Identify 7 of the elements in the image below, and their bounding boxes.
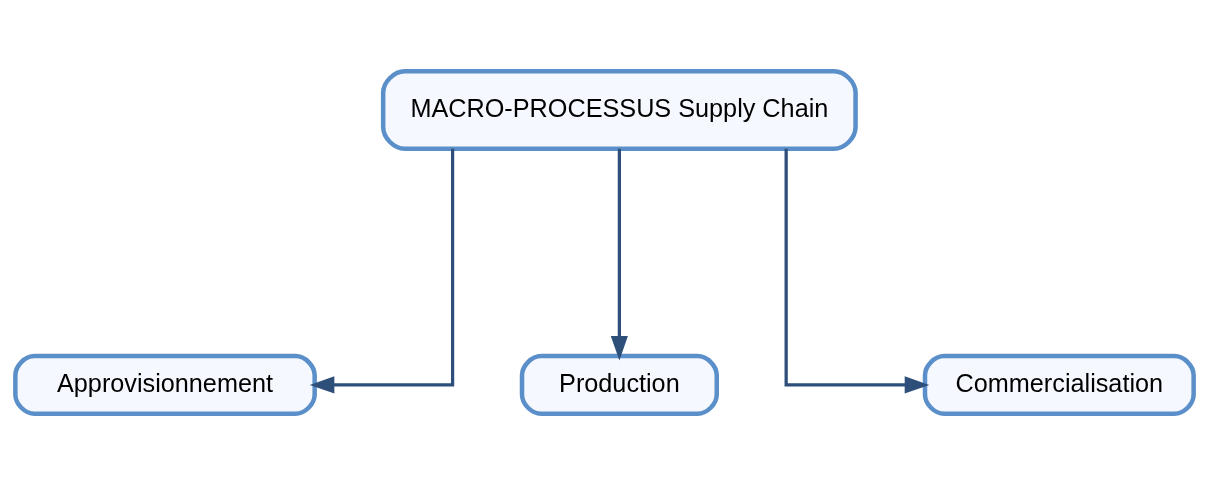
- node-box: MACRO-PROCESSUS Supply Chain: [380, 68, 858, 151]
- arrow: [784, 148, 930, 394]
- node-box: Production: [519, 353, 719, 416]
- node-box: Approvisionnement: [13, 353, 317, 416]
- node-box: Commercialisation: [922, 353, 1196, 416]
- arrow: [309, 148, 455, 394]
- arrow: [610, 148, 628, 360]
